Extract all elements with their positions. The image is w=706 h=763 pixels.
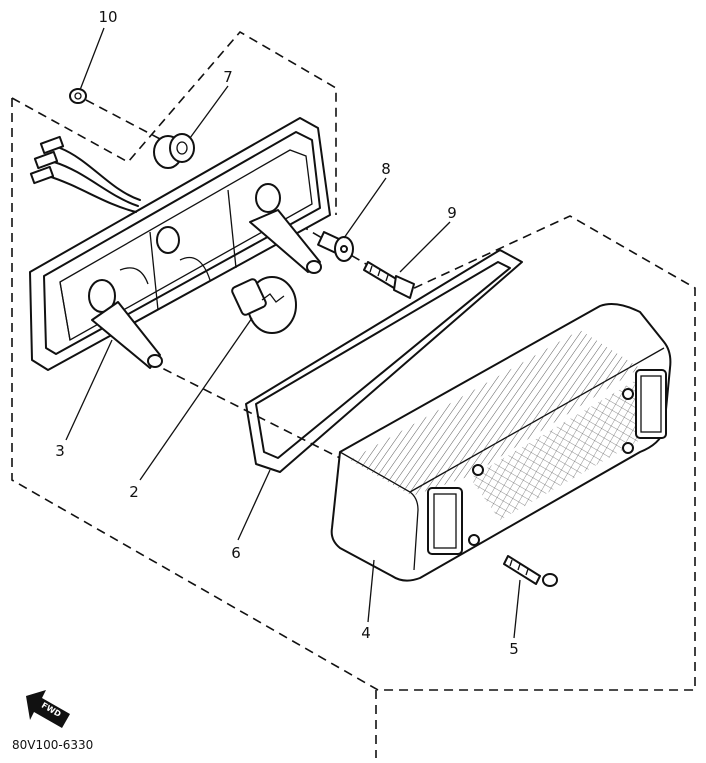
callout-number-10: 10 bbox=[98, 8, 117, 26]
callout-number-5: 5 bbox=[509, 640, 519, 658]
callout-number-9: 9 bbox=[447, 204, 457, 222]
callout-labels: 10 7 8 9 3 2 6 4 5 bbox=[55, 8, 519, 658]
bulb-part bbox=[231, 276, 297, 334]
lens-part bbox=[330, 303, 672, 582]
callout-number-6: 6 bbox=[231, 544, 241, 562]
wire-harness bbox=[29, 135, 141, 213]
lens-screw-part bbox=[503, 555, 558, 587]
lamp-housing-base bbox=[29, 117, 331, 371]
grommet-part bbox=[153, 133, 195, 169]
collar-part bbox=[317, 231, 354, 262]
callout-number-3: 3 bbox=[55, 442, 65, 460]
callout-number-2: 2 bbox=[129, 483, 139, 501]
callout-number-8: 8 bbox=[381, 160, 391, 178]
bolt-part bbox=[363, 261, 415, 299]
callout-number-7: 7 bbox=[223, 68, 233, 86]
assembly-boundary-dashed bbox=[11, 30, 696, 758]
callout-number-4: 4 bbox=[361, 624, 371, 642]
callout-leaders bbox=[65, 27, 521, 639]
forward-arrow-icon: FWD bbox=[26, 690, 70, 728]
drawing-code: 80V100-6330 bbox=[12, 738, 93, 752]
clip-part bbox=[69, 88, 87, 104]
gasket-part bbox=[245, 249, 523, 473]
